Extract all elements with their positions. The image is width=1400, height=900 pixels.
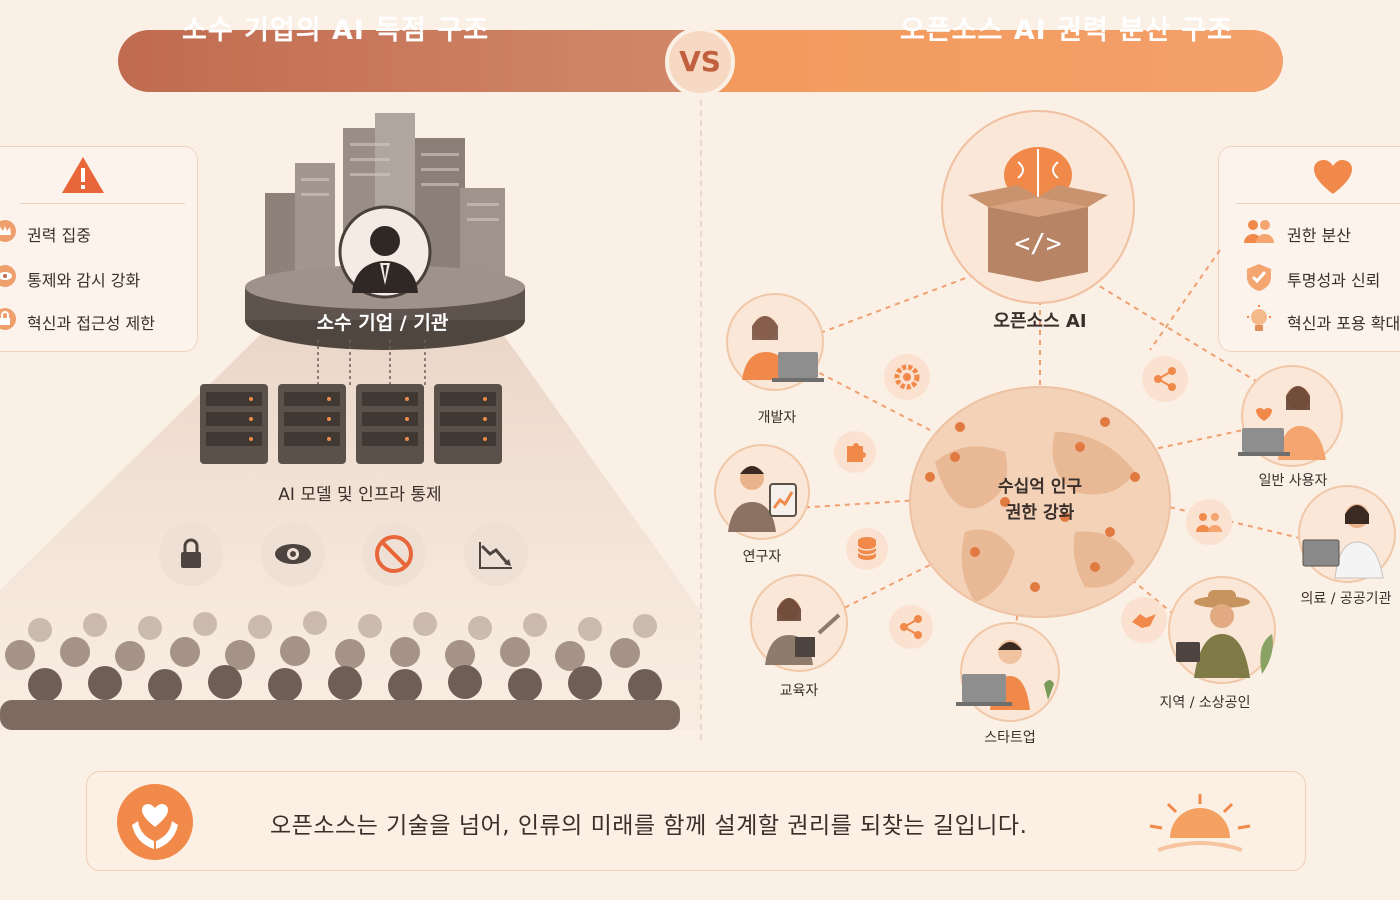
box-icon: </>	[968, 185, 1108, 282]
platform-label: 소수 기업 / 기관	[316, 312, 449, 334]
people-icon	[1244, 220, 1274, 243]
control-decline-bg	[464, 522, 528, 586]
eye-icon	[275, 544, 311, 564]
lock-icon	[0, 308, 16, 330]
node-label-local-business: 지역 / 소상공인	[1159, 695, 1251, 711]
researcher-node	[714, 444, 810, 540]
database-icon	[846, 528, 888, 570]
server-racks-icon	[200, 384, 502, 464]
left-risk-card	[0, 146, 198, 352]
header-right-panel	[700, 30, 1283, 92]
gear-icon	[884, 354, 930, 400]
footer-banner	[86, 771, 1306, 871]
executive-avatar	[338, 205, 432, 299]
right-card-item-3: 혁신과 포용 확대	[1287, 314, 1400, 333]
center-divider	[700, 100, 702, 740]
vs-badge: VS	[665, 27, 735, 97]
left-card-item-3: 혁신과 접근성 제한	[27, 314, 155, 333]
medical-node	[1298, 485, 1396, 583]
node-label-startup: 스타트업	[984, 730, 1036, 746]
local-business-node	[1168, 576, 1276, 684]
globe-icon	[909, 386, 1171, 618]
lightbulb-icon	[1247, 305, 1271, 331]
svg-text:</>: </>	[1015, 229, 1062, 259]
shield-check-icon	[1247, 264, 1271, 291]
puzzle-icon	[834, 431, 876, 473]
node-label-educator: 교육자	[779, 683, 819, 699]
right-card-item-1: 권한 분산	[1287, 226, 1351, 245]
header-bar	[118, 30, 1283, 92]
footer-text: 오픈소스는 기술을 넘어, 인류의 미래를 함께 설계할 권리를 되찾는 길입니…	[270, 813, 1028, 839]
header-left-panel	[118, 30, 701, 92]
ban-icon	[375, 535, 413, 573]
crowd-silhouettes	[0, 611, 680, 730]
general-user-node	[1238, 365, 1343, 467]
right-title: 오픈소스 AI 권력 분산 구조	[900, 15, 1233, 46]
lock-icon	[181, 538, 201, 568]
control-eye-bg	[261, 522, 325, 586]
right-card-item-2: 투명성과 신뢰	[1287, 271, 1381, 290]
node-label-medical: 의료 / 공공기관	[1300, 591, 1392, 607]
open-source-hub: </>	[941, 110, 1135, 304]
globe-caption: 수십억 인구 권한 강화	[960, 474, 1120, 526]
left-card-item-2: 통제와 감시 강화	[27, 271, 141, 290]
share-icon	[1142, 356, 1188, 402]
server-connectors	[317, 340, 426, 385]
eye-icon	[0, 265, 16, 287]
card-divider	[20, 203, 185, 204]
crown-icon	[0, 220, 16, 242]
hub-label: 오픈소스 AI	[993, 311, 1087, 332]
startup-node	[956, 622, 1060, 722]
handshake-icon	[1121, 597, 1167, 643]
left-card-item-1: 권력 집중	[27, 226, 91, 245]
developer-node	[726, 293, 824, 391]
node-label-researcher: 연구자	[742, 549, 782, 565]
card-divider	[1236, 203, 1400, 204]
sunrise-icon	[1149, 794, 1251, 852]
heart-hands-icon	[117, 784, 193, 860]
node-label-general-user: 일반 사용자	[1258, 473, 1328, 489]
share-icon	[889, 605, 933, 649]
people-icon	[1186, 499, 1232, 545]
warning-icon	[62, 157, 104, 193]
heart-icon	[1314, 160, 1352, 194]
server-label: AI 모델 및 인프라 통제	[278, 485, 442, 505]
control-ban-bg	[362, 522, 426, 586]
node-label-developer: 개발자	[757, 410, 797, 426]
control-lock-bg	[159, 522, 223, 586]
educator-node	[750, 574, 848, 672]
chart-decline-icon	[479, 542, 512, 569]
globe-line-2: 권한 강화	[1005, 503, 1075, 523]
globe-line-1: 수십억 인구	[997, 477, 1083, 497]
left-title: 소수 기업의 AI 독점 구조	[182, 15, 490, 46]
